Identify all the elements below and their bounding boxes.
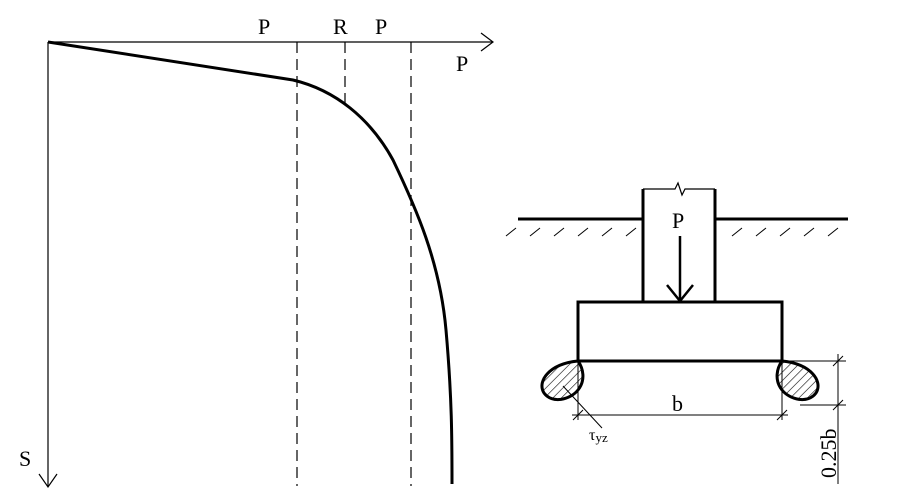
ground-hatching — [505, 227, 839, 237]
load-label: P — [672, 208, 684, 233]
shear-symbol: τ — [589, 427, 596, 444]
load-arrow-head — [666, 284, 694, 303]
width-label: b — [672, 391, 683, 416]
s-axis-arrow — [38, 473, 58, 489]
column-break-line — [643, 181, 715, 197]
top-label-r: R — [333, 14, 348, 39]
depth-dim-tick-top — [832, 355, 844, 367]
depth-dim-tick-bottom — [832, 399, 844, 411]
shear-zone-right — [775, 359, 820, 402]
axis-label-p: P — [456, 51, 468, 76]
shear-leader-line — [562, 385, 603, 429]
b-dim-tick-left — [572, 409, 584, 421]
top-label-p2: P — [375, 14, 387, 39]
axis-label-s: S — [19, 446, 31, 471]
footing-slab — [576, 300, 784, 363]
shear-zone-left — [540, 359, 585, 402]
foundation-diagram: P b 0.25b τyz — [505, 181, 848, 484]
shear-subscript: yz — [595, 430, 608, 445]
depth-label: 0.25b — [816, 429, 841, 479]
b-dim-tick-right — [776, 409, 788, 421]
shear-stress-label: τyz — [589, 427, 608, 445]
top-label-p1: P — [258, 14, 270, 39]
load-settlement-graph: P R P P S — [19, 14, 494, 489]
settlement-curve — [47, 40, 454, 485]
p-axis-arrow — [480, 32, 494, 52]
